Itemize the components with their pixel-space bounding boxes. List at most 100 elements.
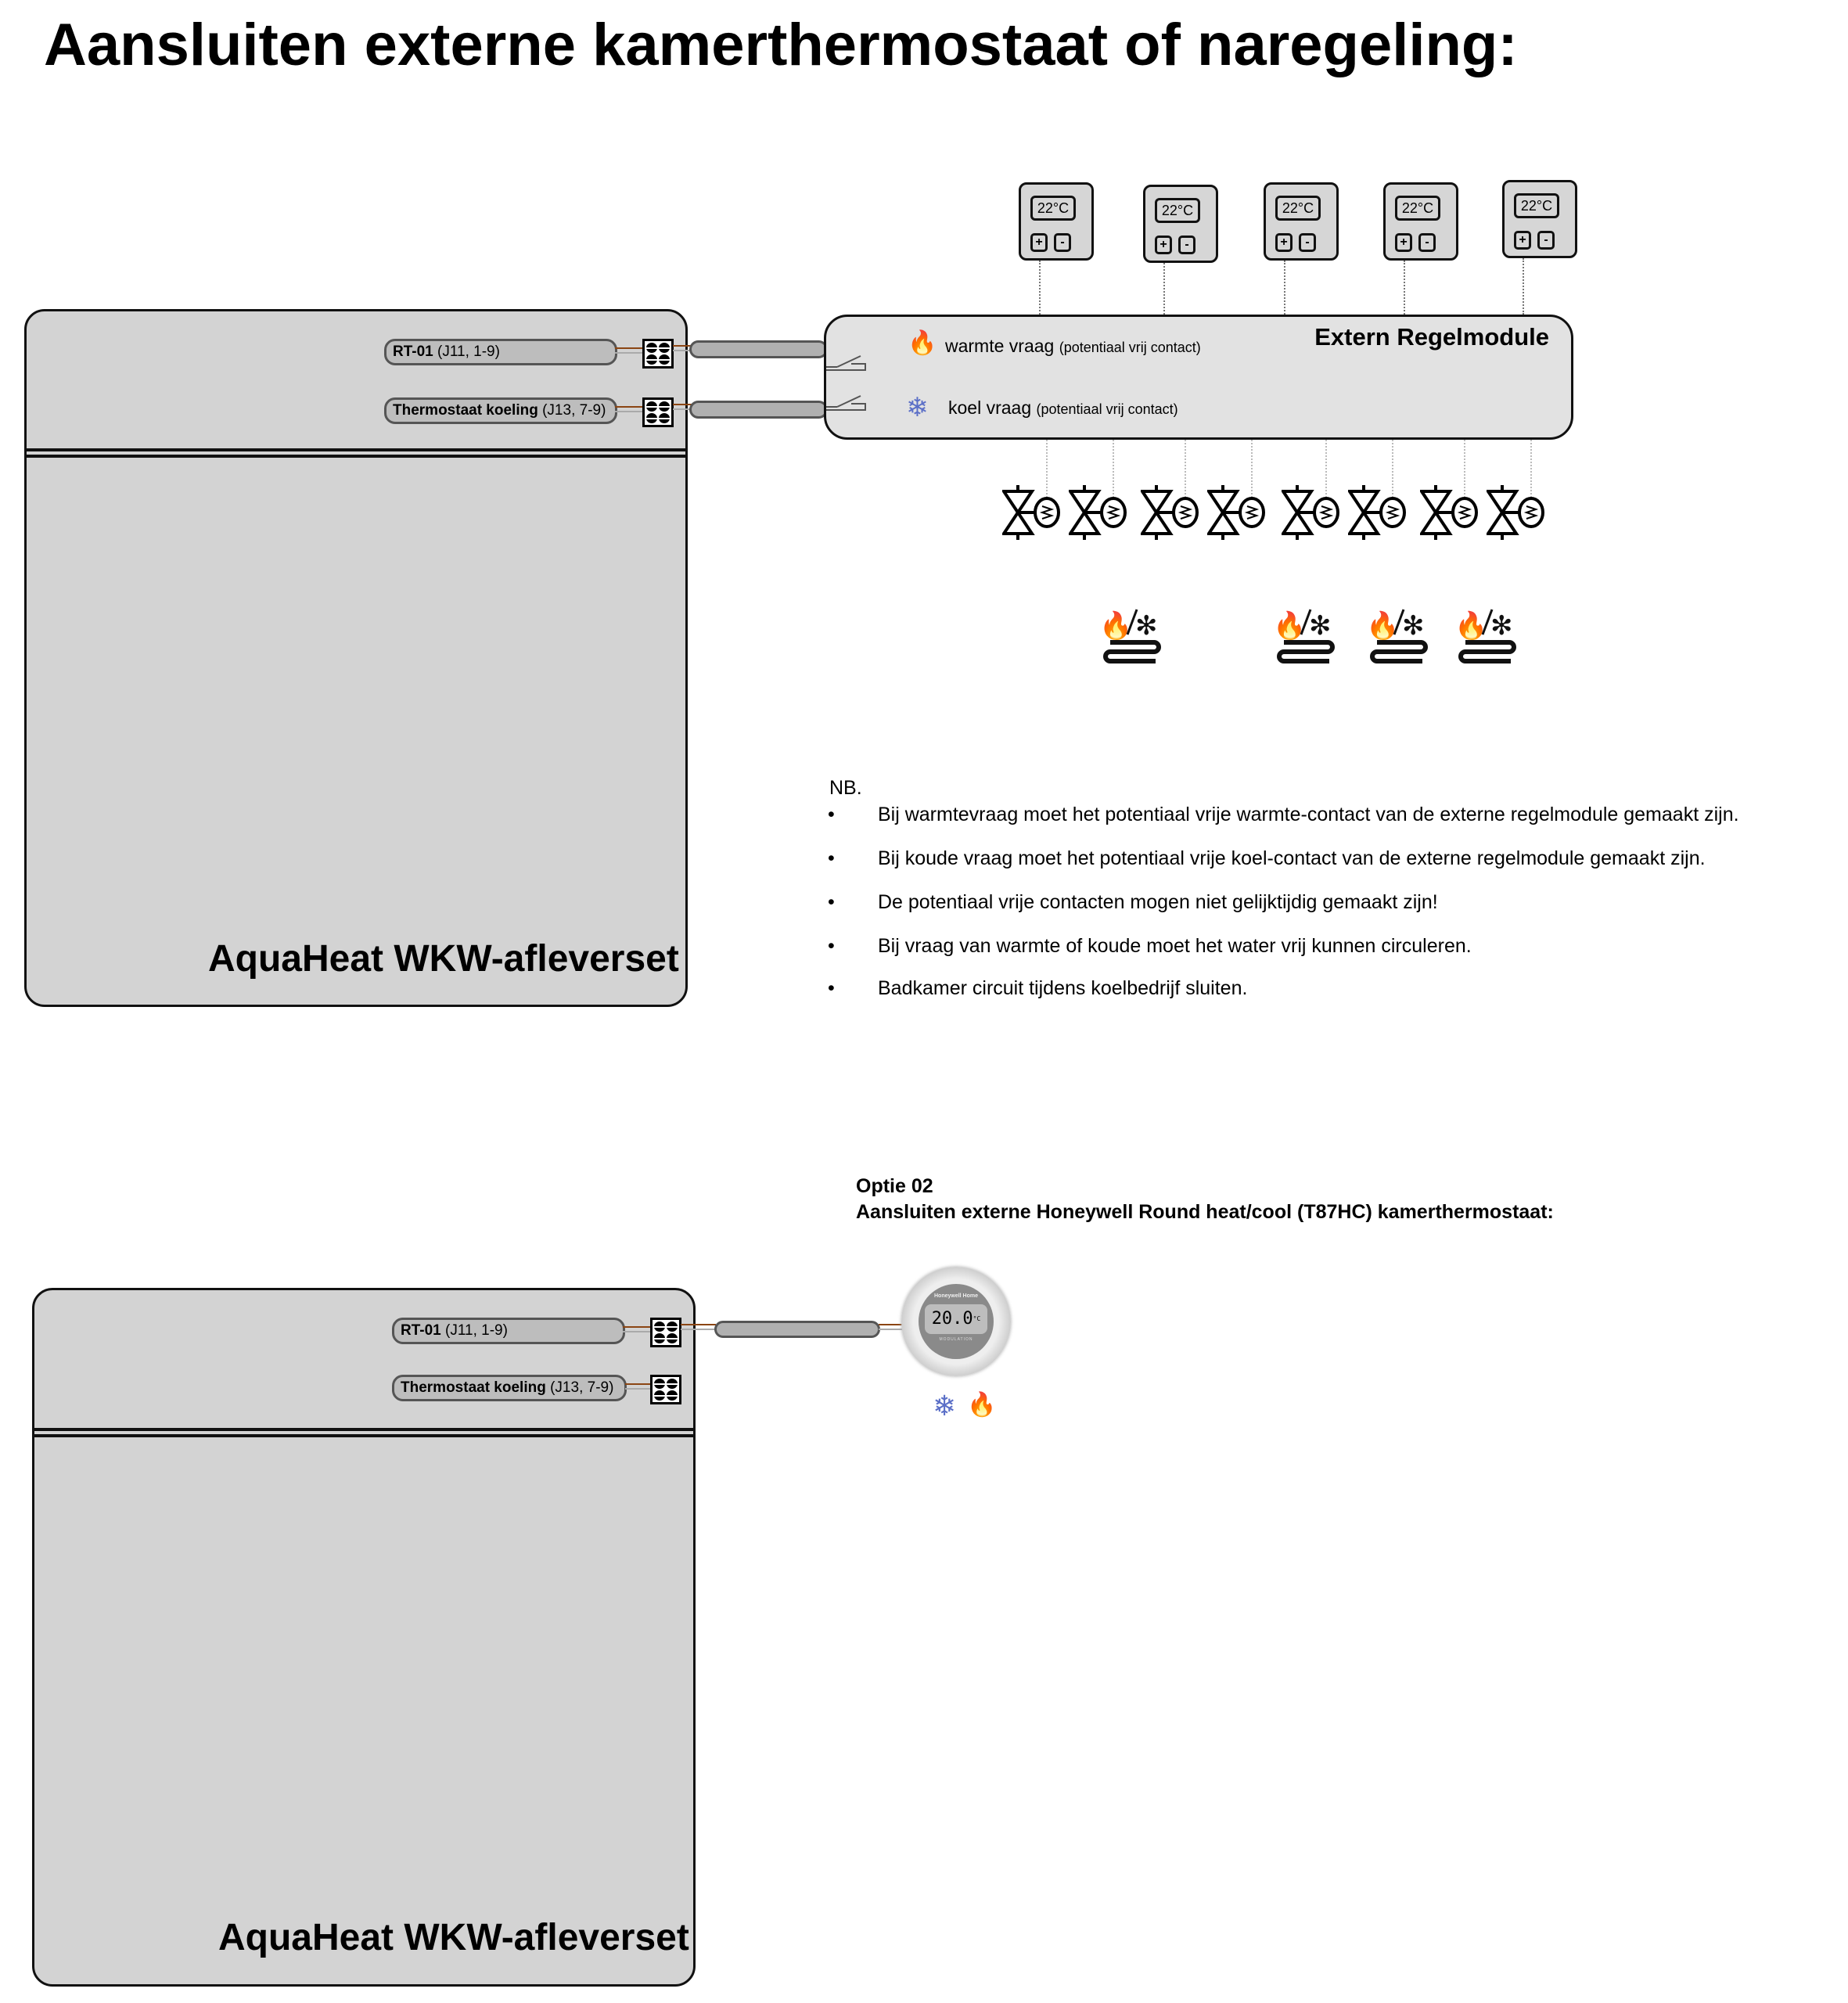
temperature-display: 22°C bbox=[1514, 193, 1559, 218]
warm-demand-label: warmte vraag (potentiaal vrij contact) bbox=[945, 336, 1201, 356]
cooling-pins: (J13, 7-9) bbox=[542, 402, 606, 419]
floor-heating-cooling-icon: 🔥✻ bbox=[1454, 606, 1517, 669]
minus-button: - bbox=[1299, 233, 1316, 252]
nb-item: Bij warmtevraag moet het potentiaal vrij… bbox=[878, 804, 1739, 825]
rt01-pins: (J11, 1-9) bbox=[437, 343, 500, 360]
bullet: • bbox=[828, 804, 835, 825]
room-thermostat: 22°C + - bbox=[1383, 182, 1458, 261]
wire bbox=[625, 1383, 650, 1390]
extern-regelmodule: 🔥 ❄ warmte vraag (potentiaal vrij contac… bbox=[824, 315, 1573, 440]
wire bbox=[879, 1324, 904, 1330]
nb-heading: NB. bbox=[829, 777, 862, 799]
cooling-thermostat-connector: Thermostaat koeling (J13, 7-9) bbox=[384, 397, 617, 424]
motorized-valve-icon bbox=[1348, 440, 1406, 540]
terminal-block-icon bbox=[642, 339, 674, 369]
thermostat-display: Honeywell Home 20.0°C MODULATION bbox=[919, 1284, 994, 1359]
nb-item: Badkamer circuit tijdens koelbedrijf slu… bbox=[878, 977, 1248, 999]
lcd: 20.0°C bbox=[925, 1304, 987, 1334]
floor-heating-cooling-icon: 🔥✻ bbox=[1099, 606, 1162, 669]
minus-button: - bbox=[1537, 231, 1555, 250]
snowflake-icon: ❄ bbox=[906, 393, 929, 423]
wire bbox=[681, 1324, 716, 1330]
nb-item: De potentiaal vrije contacten mogen niet… bbox=[878, 891, 1438, 913]
svg-text:🔥: 🔥 bbox=[1273, 610, 1306, 641]
module-title: Extern Regelmodule bbox=[1314, 323, 1549, 351]
temperature-display: 22°C bbox=[1395, 196, 1440, 221]
aquaheat-unit-2: RT-01 (J11, 1-9) Thermostaat koeling (J1… bbox=[32, 1288, 696, 1987]
unit-label: AquaHeat WKW-afleverset bbox=[208, 938, 679, 980]
svg-text:✻: ✻ bbox=[1402, 611, 1425, 641]
wire bbox=[673, 345, 692, 351]
switch-contacts-icon bbox=[826, 395, 866, 411]
floor-heating-cooling-icon: 🔥✻ bbox=[1366, 606, 1429, 669]
minus-button: - bbox=[1178, 236, 1195, 254]
rt01-pins: (J11, 1-9) bbox=[445, 1322, 508, 1339]
wire bbox=[673, 404, 692, 410]
floor-heating-cooling-icon: 🔥✻ bbox=[1273, 606, 1336, 669]
wire bbox=[615, 347, 642, 354]
rt01-connector: RT-01 (J11, 1-9) bbox=[384, 339, 617, 365]
mode-label: MODULATION bbox=[939, 1337, 973, 1342]
flame-icon: 🔥 bbox=[967, 1392, 997, 1418]
option-heading: Optie 02 bbox=[856, 1175, 933, 1197]
divider bbox=[27, 448, 685, 458]
plus-button: + bbox=[1030, 233, 1048, 252]
wire bbox=[615, 406, 642, 412]
page-title: Aansluiten externe kamerthermostaat of n… bbox=[44, 12, 1518, 78]
svg-text:✻: ✻ bbox=[1309, 611, 1332, 641]
motorized-valve-icon bbox=[1002, 440, 1060, 540]
bullet: • bbox=[828, 977, 835, 999]
svg-text:🔥: 🔥 bbox=[1366, 610, 1399, 641]
terminal-block-icon bbox=[642, 397, 674, 427]
motorized-valve-icon bbox=[1487, 440, 1544, 540]
svg-text:🔥: 🔥 bbox=[1099, 610, 1132, 641]
nb-item: Bij vraag van warmte of koude moet het w… bbox=[878, 935, 1472, 957]
terminal-block-icon bbox=[650, 1318, 681, 1347]
terminal-block-icon bbox=[650, 1375, 681, 1404]
motorized-valve-icon bbox=[1141, 440, 1199, 540]
rt01-label: RT-01 bbox=[401, 1322, 441, 1339]
room-thermostat: 22°C + - bbox=[1143, 185, 1218, 263]
plus-button: + bbox=[1395, 233, 1412, 252]
cooling-label: Thermostaat koeling bbox=[401, 1379, 546, 1396]
minus-button: - bbox=[1418, 233, 1436, 252]
option-subheading: Aansluiten externe Honeywell Round heat/… bbox=[856, 1201, 1554, 1223]
motorized-valve-icon bbox=[1207, 440, 1265, 540]
motorized-valve-icon bbox=[1282, 440, 1339, 540]
wire bbox=[623, 1326, 650, 1332]
brand-label: Honeywell Home bbox=[933, 1293, 978, 1299]
plus-button: + bbox=[1275, 233, 1293, 252]
snowflake-icon: ❄ bbox=[933, 1390, 957, 1422]
cooling-label: Thermostaat koeling bbox=[393, 402, 538, 419]
signal-line bbox=[1404, 261, 1405, 315]
signal-line bbox=[1039, 261, 1041, 315]
cool-demand-label: koel vraag (potentiaal vrij contact) bbox=[948, 397, 1178, 418]
room-thermostat: 22°C + - bbox=[1264, 182, 1339, 261]
svg-text:✻: ✻ bbox=[1490, 611, 1513, 641]
rt01-connector: RT-01 (J11, 1-9) bbox=[392, 1318, 625, 1344]
cable-thermostat bbox=[714, 1321, 880, 1338]
room-thermostat: 22°C + - bbox=[1502, 180, 1577, 258]
motorized-valve-icon bbox=[1420, 440, 1478, 540]
signal-line bbox=[1163, 263, 1165, 315]
signal-line bbox=[1523, 258, 1524, 315]
temperature-display: 22°C bbox=[1275, 196, 1321, 221]
switch-contacts-icon bbox=[826, 355, 866, 371]
svg-text:🔥: 🔥 bbox=[1454, 610, 1487, 641]
bullet: • bbox=[828, 935, 835, 957]
bullet: • bbox=[828, 847, 835, 869]
room-thermostat: 22°C + - bbox=[1019, 182, 1094, 261]
cooling-thermostat-connector: Thermostaat koeling (J13, 7-9) bbox=[392, 1375, 627, 1401]
unit-label: AquaHeat WKW-afleverset bbox=[218, 1917, 689, 1958]
temp-unit: °C bbox=[973, 1315, 981, 1322]
plus-button: + bbox=[1514, 231, 1531, 250]
plus-button: + bbox=[1155, 236, 1172, 254]
svg-text:✻: ✻ bbox=[1135, 611, 1158, 641]
temperature-display: 22°C bbox=[1030, 196, 1076, 221]
motorized-valve-icon bbox=[1069, 440, 1127, 540]
divider bbox=[34, 1428, 693, 1437]
signal-line bbox=[1284, 261, 1285, 315]
honeywell-round-thermostat: Honeywell Home 20.0°C MODULATION bbox=[901, 1267, 1011, 1376]
rt01-label: RT-01 bbox=[393, 343, 433, 360]
cable-cool bbox=[689, 401, 828, 419]
